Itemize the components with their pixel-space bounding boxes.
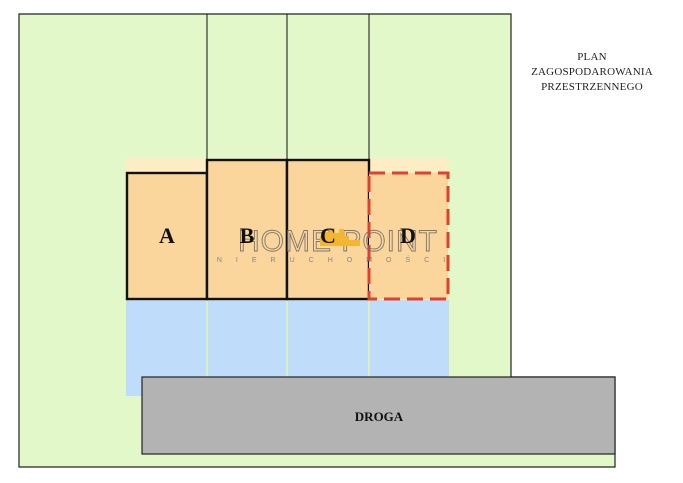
watermark-tagline: NIERUCHOMOŚCI <box>217 255 459 264</box>
plan-title-line: PRZESTRZENNEGO <box>541 81 643 93</box>
lot-c-building <box>285 158 371 301</box>
lot-c-label: C <box>320 223 336 248</box>
lot-b-building <box>205 158 289 301</box>
plan-title-line: PLAN <box>577 51 607 63</box>
lot-d-building <box>367 171 450 301</box>
lot-d-label: D <box>400 223 416 248</box>
lot-b-label: B <box>240 223 255 248</box>
plan-title: PLAN ZAGOSPODAROWANIA PRZESTRZENNEGO <box>522 50 662 95</box>
watermark-skyline-icon <box>320 228 360 246</box>
watermark-logo: HOME POINT NIERUCHOMOŚCI <box>217 225 459 264</box>
road <box>141 376 616 455</box>
plan-title-line: ZAGOSPODAROWANIA <box>531 66 653 78</box>
road-label: DROGA <box>355 409 404 424</box>
lot-a-label: A <box>159 223 175 248</box>
